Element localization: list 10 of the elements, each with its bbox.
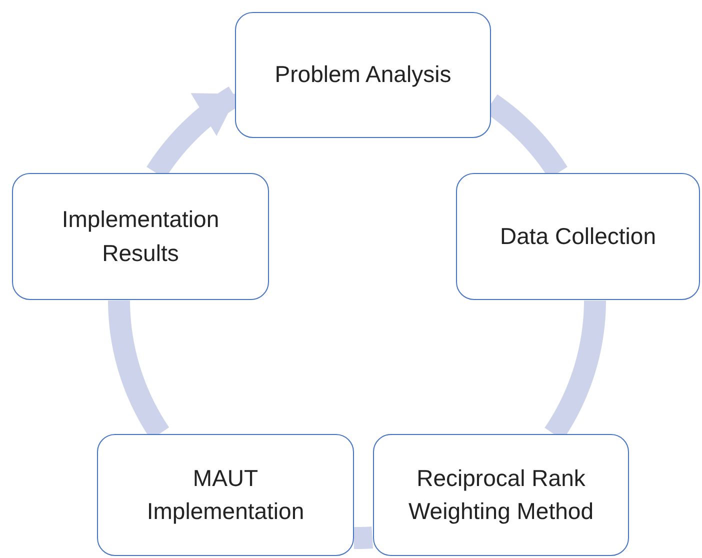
process-box <box>97 434 354 556</box>
box-label: Reciprocal Rank Weighting Method <box>408 464 594 526</box>
process-box <box>235 12 491 138</box>
box-label: Implementation Results <box>60 205 220 268</box>
process-box <box>12 173 269 300</box>
process-box <box>456 173 700 300</box>
box-label: Problem Analysis <box>274 60 452 90</box>
box-label: MAUT Implementation <box>146 464 306 526</box>
process-box <box>373 434 629 556</box>
box-label: Data Collection <box>500 222 656 251</box>
